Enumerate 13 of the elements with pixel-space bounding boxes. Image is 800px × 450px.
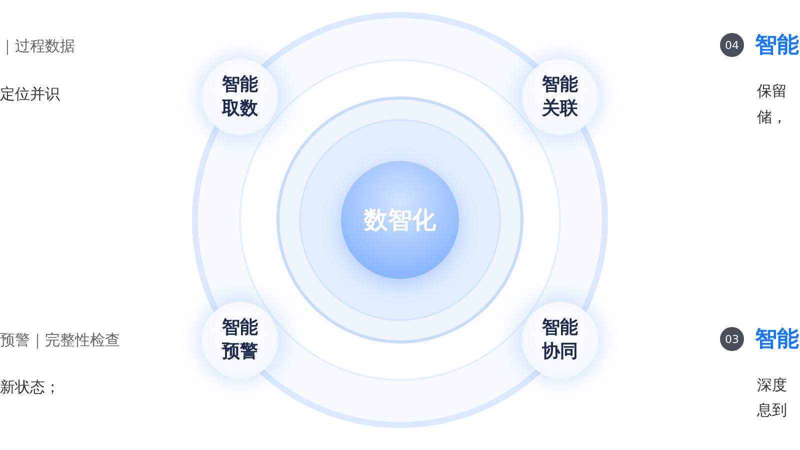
number-badge: 04 [720, 33, 744, 57]
subtitle: 预警｜完整性检查 [0, 331, 120, 350]
section-heading: 智能 [755, 326, 799, 354]
description-text: 新状态； [0, 378, 60, 397]
description-text: 储， [757, 108, 787, 127]
description-text: 深度 [757, 376, 787, 395]
section-heading: 智能 [755, 32, 799, 60]
subtitle: ｜过程数据 [0, 37, 75, 56]
number-badge: 03 [720, 327, 744, 351]
feature-circle: 智能取数 [202, 59, 278, 135]
description-text: 息到 [757, 401, 787, 420]
description-text: 保留 [757, 82, 787, 101]
description-text: 定位并识 [0, 85, 60, 104]
